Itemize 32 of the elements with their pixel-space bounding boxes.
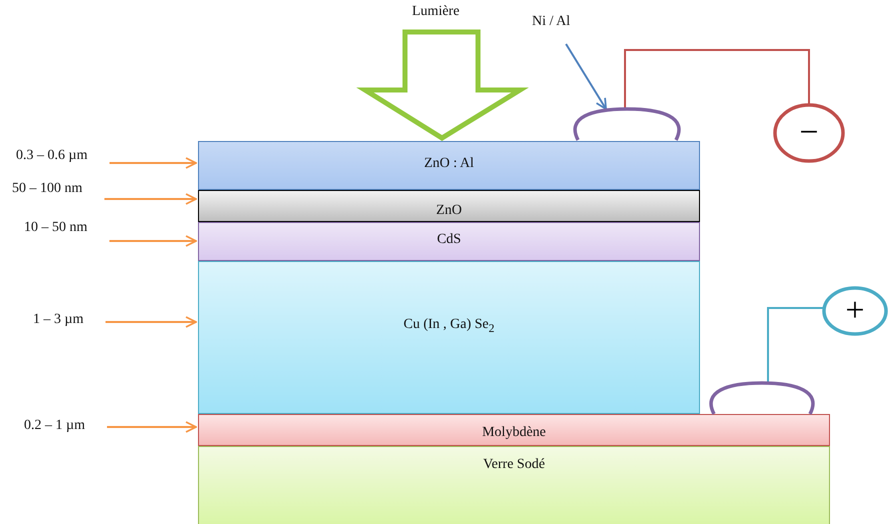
- cadmium-sulfide-layer: [198, 222, 700, 261]
- polarity-sign: +: [845, 294, 865, 328]
- block-arrow: [356, 30, 529, 141]
- arrow: [106, 316, 197, 328]
- layer-label: Verre Sodé: [483, 457, 545, 474]
- wire: [767, 307, 824, 382]
- zinc-oxide-layer: [198, 190, 700, 222]
- back-contact: [708, 381, 816, 415]
- arrow: [104, 193, 197, 205]
- light-label: Lumière: [412, 4, 460, 20]
- molybdenum-layer: [198, 414, 830, 446]
- arrow: [109, 235, 197, 247]
- thickness-label: 1 – 3 µm: [33, 312, 84, 328]
- arrow: [107, 421, 197, 433]
- glass-substrate: [198, 446, 830, 524]
- layer-label: ZnO : Al: [424, 156, 474, 173]
- contact-material-label: Ni / Al: [532, 14, 570, 30]
- layer-label: ZnO: [436, 203, 462, 220]
- absorber-layer: [198, 261, 700, 414]
- layer-label: CdS: [436, 232, 462, 249]
- arrow: [110, 157, 197, 169]
- thickness-label: 10 – 50 nm: [24, 220, 88, 236]
- thickness-label: 0.2 – 1 µm: [24, 418, 85, 434]
- thickness-label: 50 – 100 nm: [12, 181, 82, 197]
- thickness-label: 0.3 – 0.6 µm: [16, 148, 88, 164]
- layer-label: Cu (In , Ga) Se$_{2}$: [404, 317, 494, 335]
- layer-label: Molybdène: [482, 425, 546, 442]
- zinc-aluminium-oxide-layer: [198, 141, 700, 190]
- wire: [624, 49, 810, 108]
- leader-line: [565, 43, 607, 110]
- polarity-sign: −: [799, 116, 819, 150]
- front-contact: [572, 107, 682, 141]
